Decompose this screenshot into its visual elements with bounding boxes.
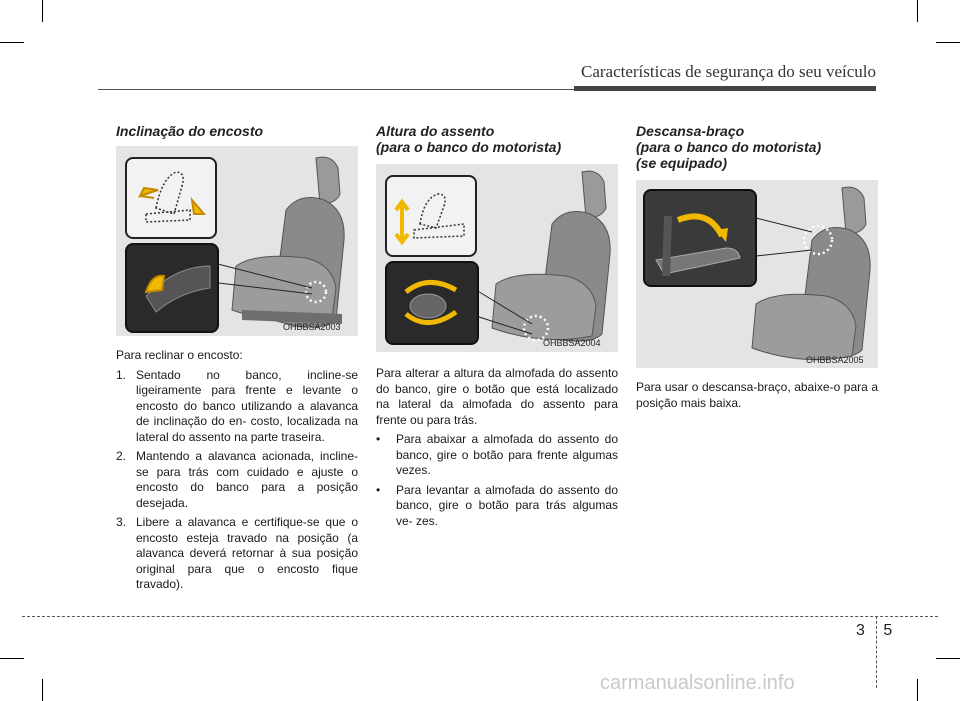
arrow-icon (144, 274, 166, 294)
seat-illustration (231, 156, 345, 328)
section-title-line: (para o banco do motorista) (636, 139, 822, 155)
numbered-item: 1. Sentado no banco, incline-se ligeiram… (116, 368, 358, 446)
section-title-recline: Inclinação do encosto (116, 123, 263, 139)
section-title-armrest: Descansa-braço (para o banco do motorist… (636, 123, 821, 171)
section-title-line: (se equipado) (636, 155, 728, 171)
bullet-marker: • (376, 432, 381, 446)
figure-code: OHBBSA2003 (283, 322, 341, 332)
item-number: 3. (116, 515, 127, 529)
highlight-circle (304, 280, 328, 304)
crop-mark (0, 42, 24, 43)
intro-text: Para usar o descansa-braço, abaixe-o par… (636, 380, 878, 410)
crop-mark (917, 0, 918, 22)
section-title-line: Inclinação do encosto (116, 123, 264, 139)
highlight-circle (802, 224, 834, 256)
numbered-item: 2. Mantendo a alavanca acionada, incline… (116, 449, 358, 511)
crop-mark (936, 658, 960, 659)
crop-mark (42, 679, 43, 701)
bullet-item: • Para abaixar a almofada do assento do … (376, 432, 618, 479)
footer-rule (22, 616, 938, 617)
figure-armrest (636, 180, 878, 368)
figure-code: OHBBSA2005 (806, 355, 864, 365)
arrow-icon (138, 186, 159, 199)
rotate-arrow-icon (404, 280, 458, 295)
inset-height-motion (385, 175, 477, 257)
item-text: Mantendo a alavanca acionada, incline-se… (136, 449, 358, 510)
intro-text: Para reclinar o encosto: (116, 348, 243, 362)
intro-text: Para alterar a altura da almofada do ass… (376, 366, 618, 427)
item-text: Libere a alavanca e certifique-se que o … (136, 515, 358, 591)
figure-code: OHBBSA2004 (543, 338, 601, 348)
section-title-line: (para o banco do motorista) (376, 139, 562, 155)
arrow-up-down-icon (394, 198, 410, 246)
header-rule (98, 89, 876, 90)
item-text: Para abaixar a almofada do assento do ba… (396, 432, 618, 477)
item-number: 1. (116, 367, 127, 382)
arrow-icon (190, 196, 207, 215)
section-title-line: Descansa-braço (636, 123, 745, 139)
figure-recline-lever (116, 146, 358, 336)
item-text: Para levantar a almofada do assento do b… (396, 482, 618, 528)
highlight-circle (522, 314, 550, 342)
inset-recline-motion (125, 157, 217, 239)
header-accent-bar (574, 86, 876, 91)
section-body-armrest: Para usar o descansa-braço, abaixe-o par… (636, 380, 878, 411)
seat-illustration (751, 186, 871, 361)
section-title-seat-height: Altura do assento (para o banco do motor… (376, 123, 561, 155)
inset-armrest (643, 189, 757, 287)
item-number: 2. (116, 449, 127, 463)
crop-mark (917, 679, 918, 701)
bullet-item: • Para levantar a almofada do assento do… (376, 483, 618, 530)
footer-vertical-rule (876, 616, 877, 688)
bullet-marker: • (376, 482, 381, 497)
section-title-line: Altura do assento (376, 123, 495, 139)
section-body-recline: Para reclinar o encosto: 1. Sentado no b… (116, 348, 358, 593)
page-header-title: Características de segurança do seu veíc… (580, 62, 876, 81)
watermark: carmanualsonline.info (600, 672, 795, 694)
crop-mark (42, 0, 43, 22)
figure-seat-height-knob (376, 164, 618, 352)
numbered-item: 3. Libere a alavanca e certifique-se que… (116, 515, 358, 593)
crop-mark (936, 42, 960, 43)
section-body-seat-height: Para alterar a altura da almofada do ass… (376, 366, 618, 529)
crop-mark (0, 658, 24, 659)
item-text: Sentado no banco, incline-se ligeirament… (136, 367, 358, 444)
seat-illustration (491, 170, 611, 342)
page-number: 3 5 (856, 622, 900, 639)
